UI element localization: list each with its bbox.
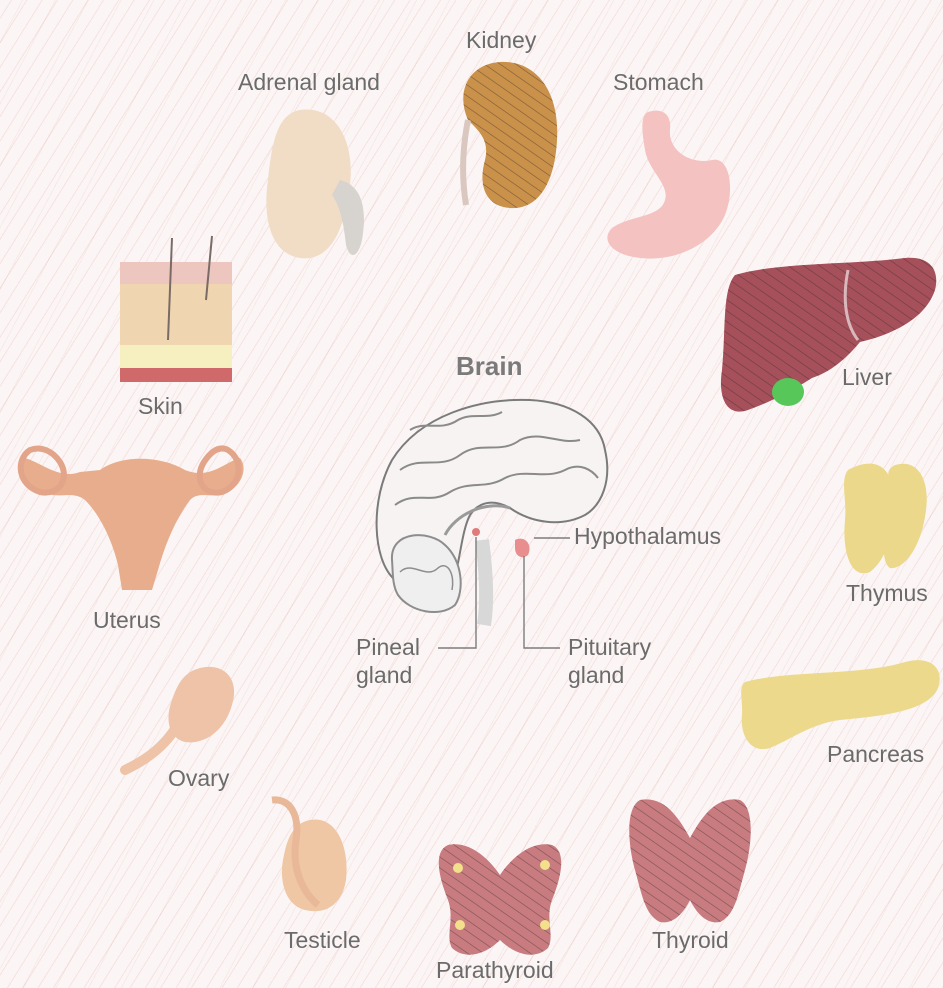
label-hypothalamus: Hypothalamus bbox=[574, 524, 721, 549]
label-parathyroid: Parathyroid bbox=[436, 958, 554, 983]
skin-illustration bbox=[120, 236, 232, 382]
brain-title: Brain bbox=[456, 352, 522, 381]
label-pineal-gland: Pineal gland bbox=[356, 633, 436, 689]
label-adrenal-gland: Adrenal gland bbox=[238, 70, 380, 95]
pancreas-illustration bbox=[741, 660, 940, 749]
kidney-illustration bbox=[463, 62, 557, 208]
stomach-illustration bbox=[607, 111, 730, 259]
label-pancreas: Pancreas bbox=[827, 742, 924, 767]
label-thymus: Thymus bbox=[846, 581, 928, 606]
ovary-illustration bbox=[125, 667, 234, 770]
label-stomach: Stomach bbox=[613, 70, 704, 95]
adrenal-gland-illustration bbox=[266, 110, 364, 259]
label-pituitary-gland: Pituitary gland bbox=[568, 633, 668, 689]
testicle-illustration bbox=[272, 800, 347, 911]
liver-illustration bbox=[721, 258, 936, 412]
label-testicle: Testicle bbox=[284, 928, 361, 953]
label-uterus: Uterus bbox=[93, 608, 161, 633]
uterus-illustration bbox=[21, 449, 244, 591]
thyroid-illustration bbox=[629, 799, 751, 922]
label-liver: Liver bbox=[842, 365, 892, 390]
label-ovary: Ovary bbox=[168, 766, 229, 791]
label-kidney: Kidney bbox=[466, 28, 536, 53]
parathyroid-illustration bbox=[439, 844, 561, 954]
label-skin: Skin bbox=[138, 394, 183, 419]
thymus-illustration bbox=[844, 464, 927, 574]
label-thyroid: Thyroid bbox=[652, 928, 729, 953]
brain-illustration bbox=[377, 400, 608, 625]
